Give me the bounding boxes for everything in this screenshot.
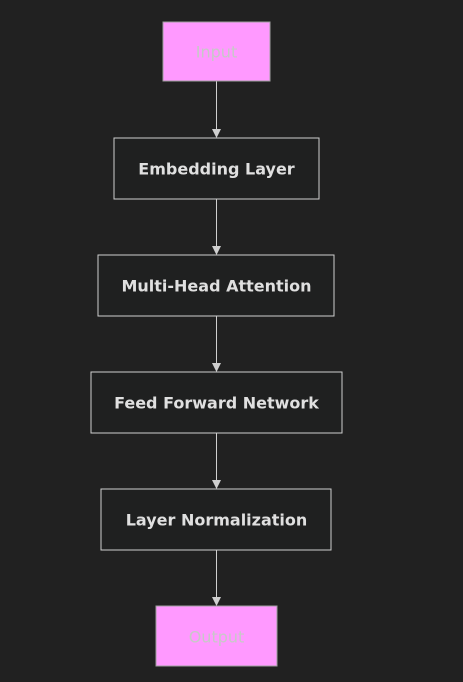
- edge-input-embedding: [212, 81, 221, 138]
- node-output-label: Output: [189, 628, 245, 647]
- node-feed-forward-network-label: Feed Forward Network: [114, 394, 319, 413]
- node-input[interactable]: Input: [162, 21, 271, 82]
- edges: [212, 81, 221, 606]
- node-multi-head-attention[interactable]: Multi-Head Attention: [97, 254, 335, 317]
- node-output[interactable]: Output: [155, 605, 278, 667]
- node-layer-normalization-label: Layer Normalization: [126, 511, 308, 530]
- node-embedding-layer[interactable]: Embedding Layer: [113, 137, 320, 200]
- node-multi-head-attention-label: Multi-Head Attention: [121, 277, 311, 296]
- edge-ffn-norm: [212, 433, 221, 489]
- edge-embedding-attention: [212, 199, 221, 255]
- node-layer-normalization[interactable]: Layer Normalization: [100, 488, 332, 551]
- node-input-label: Input: [196, 43, 237, 62]
- node-feed-forward-network[interactable]: Feed Forward Network: [90, 371, 343, 434]
- node-embedding-layer-label: Embedding Layer: [138, 160, 294, 179]
- edge-attention-ffn: [212, 316, 221, 372]
- edge-norm-output: [212, 550, 221, 606]
